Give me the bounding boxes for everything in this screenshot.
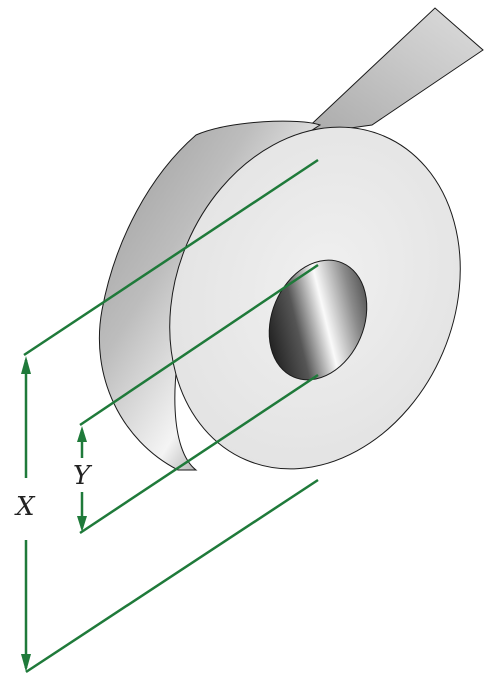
center-hole	[268, 259, 368, 381]
dimension-x	[21, 158, 319, 674]
dimension-y	[77, 263, 319, 535]
dimension-x-arrow-up	[21, 356, 31, 374]
dimension-x-arrow-down	[21, 654, 31, 672]
dimension-y-top-extension	[79, 263, 319, 427]
dimension-y-arrow-up	[77, 426, 87, 442]
dimension-x-label: X	[14, 492, 36, 522]
roll-side	[98, 120, 322, 471]
dimension-x-top-extension	[23, 158, 319, 357]
tape-strip	[298, 7, 484, 136]
dimension-y-arrow-down	[77, 516, 87, 532]
dimension-x-bottom-extension	[25, 478, 319, 674]
dimension-y-label: Y	[73, 461, 93, 491]
dimension-y-bottom-extension	[79, 373, 319, 535]
